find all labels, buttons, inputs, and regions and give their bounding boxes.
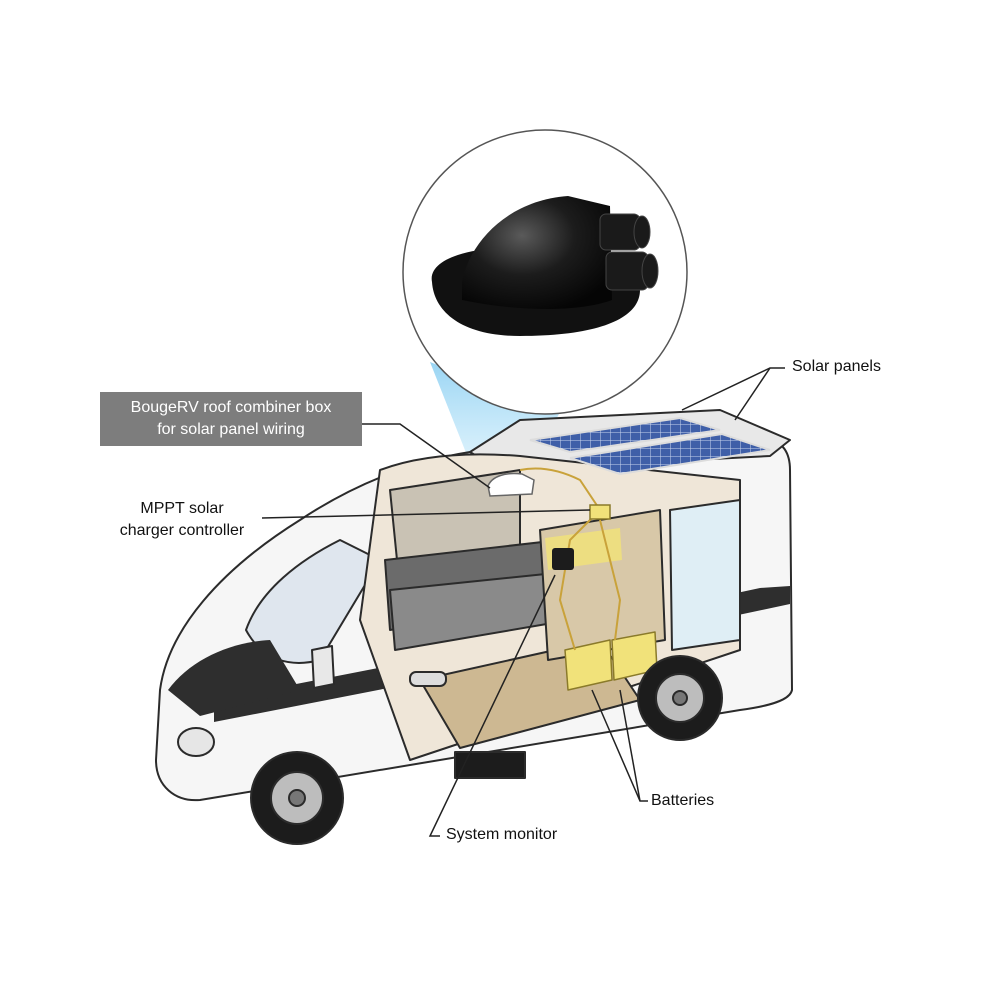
camper-van bbox=[155, 409, 793, 845]
leader-lines bbox=[261, 367, 785, 837]
system-monitor-unit bbox=[552, 548, 574, 570]
solar-panel-array bbox=[529, 416, 771, 476]
mppt-controller bbox=[589, 504, 611, 520]
rear-wheel bbox=[637, 655, 723, 741]
label-batteries: Batteries bbox=[651, 792, 715, 809]
label-combiner-box: BougeRV roof combiner box for solar pane… bbox=[100, 392, 362, 446]
roof-combiner-box bbox=[487, 472, 535, 497]
front-wheel bbox=[250, 751, 344, 845]
label-solar-panels: Solar panels bbox=[792, 358, 881, 375]
combiner-box-inset bbox=[402, 129, 688, 415]
label-combiner-box-line2: for solar panel wiring bbox=[157, 421, 305, 438]
label-combiner-box-line1: BougeRV roof combiner box bbox=[130, 399, 332, 416]
label-mppt-line1: MPPT solar bbox=[140, 500, 224, 517]
label-system-monitor: System monitor bbox=[446, 826, 558, 843]
label-mppt-controller: MPPT solar charger controller bbox=[104, 498, 260, 542]
label-mppt-line2: charger controller bbox=[119, 522, 245, 539]
